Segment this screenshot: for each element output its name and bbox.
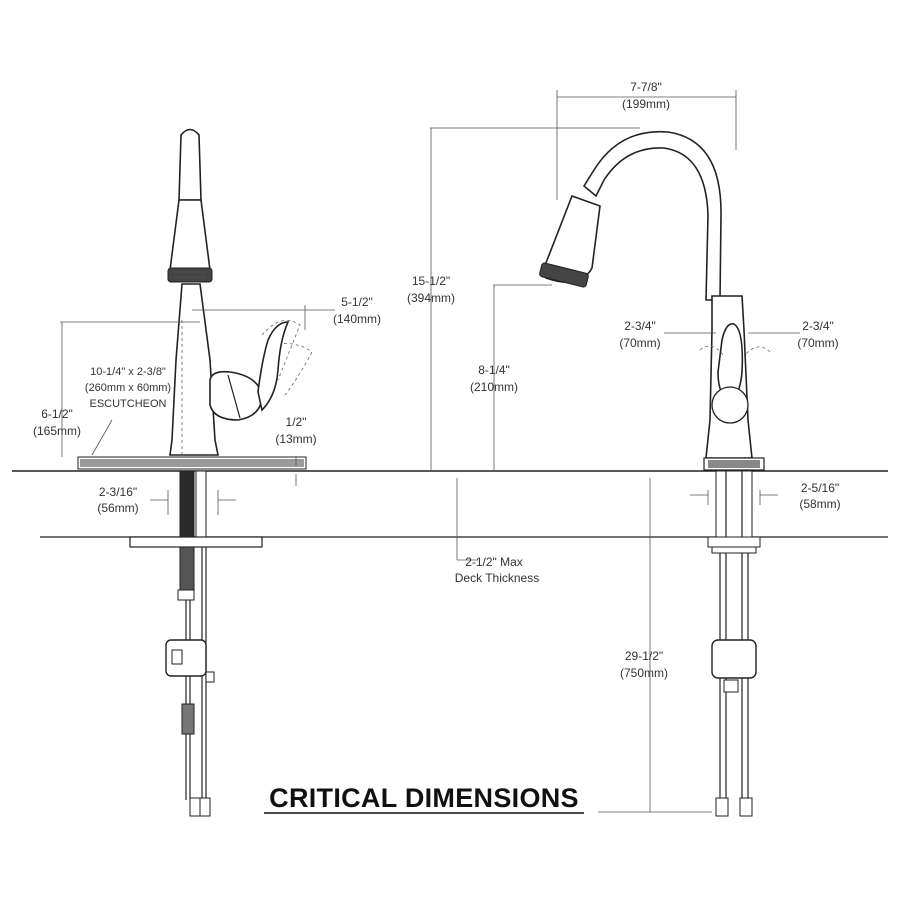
handle-right-mm: (70mm) xyxy=(797,336,838,350)
deck-thickness-label: 2-1/2" Max xyxy=(465,555,523,569)
side-view-dimension-lines xyxy=(60,305,335,515)
spout-height-label: 8-1/4" xyxy=(478,363,510,377)
escutcheon-height-label: 6-1/2" xyxy=(41,407,73,421)
handle-right-label: 2-3/4" xyxy=(802,319,834,333)
handle-reach-mm: (140mm) xyxy=(333,312,381,326)
diagram-title: CRITICAL DIMENSIONS xyxy=(269,783,579,813)
escutcheon-caption: ESCUTCHEON xyxy=(89,398,166,410)
escutcheon-size-label: 10-1/4" x 2-3/8" xyxy=(90,366,166,378)
side-view-labels: 5-1/2" (140mm) 10-1/4" x 2-3/8" (260mm x… xyxy=(33,295,381,515)
base-diameter-label: 2-5/16" xyxy=(801,481,839,495)
front-view-dimension-lines xyxy=(430,90,800,813)
gap-label: 1/2" xyxy=(286,415,307,429)
front-view-labels: 7-7/8" (199mm) 15-1/2" (394mm) 8-1/4" (2… xyxy=(407,80,841,680)
handle-left-label: 2-3/4" xyxy=(624,319,656,333)
spout-reach-label: 7-7/8" xyxy=(630,80,662,94)
gap-mm: (13mm) xyxy=(275,432,316,446)
escutcheon-height-mm: (165mm) xyxy=(33,424,81,438)
hole-diameter-mm: (56mm) xyxy=(97,501,138,515)
escutcheon-size-mm: (260mm x 60mm) xyxy=(85,382,171,394)
hole-diameter-label: 2-3/16" xyxy=(99,485,137,499)
spout-height-mm: (210mm) xyxy=(470,380,518,394)
overall-height-label: 15-1/2" xyxy=(412,274,450,288)
mounting-plate xyxy=(129,536,263,548)
base-diameter-mm: (58mm) xyxy=(799,497,840,511)
deck-thickness-caption: Deck Thickness xyxy=(455,571,539,585)
front-view-faucet xyxy=(539,130,771,817)
overall-height-mm: (394mm) xyxy=(407,291,455,305)
handle-reach-label: 5-1/2" xyxy=(341,295,373,309)
handle-left-mm: (70mm) xyxy=(619,336,660,350)
spout-reach-mm: (199mm) xyxy=(622,97,670,111)
supply-length-label: 29-1/2" xyxy=(625,649,663,663)
side-view-faucet xyxy=(77,128,313,817)
supply-length-mm: (750mm) xyxy=(620,666,668,680)
